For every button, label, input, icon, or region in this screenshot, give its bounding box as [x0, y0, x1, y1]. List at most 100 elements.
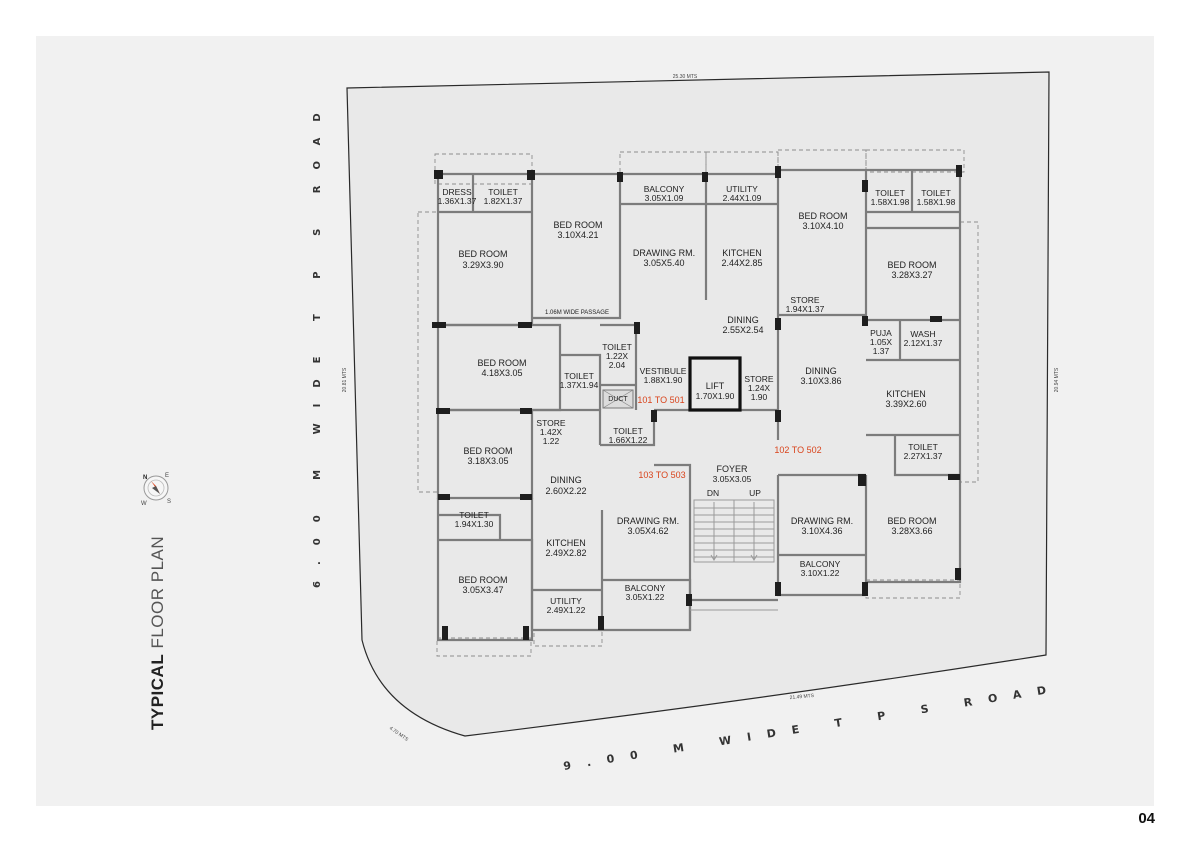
- label-dining-b: DINING: [805, 366, 837, 376]
- dim-bottom: 21.49 MTS: [789, 693, 815, 701]
- label-bed-b1: BED ROOM: [798, 211, 847, 221]
- label-bed-a1: BED ROOM: [553, 220, 602, 230]
- svg-text:3.10X4.21: 3.10X4.21: [557, 230, 598, 240]
- svg-text:3.29X3.90: 3.29X3.90: [462, 260, 503, 270]
- svg-text:2.12X1.37: 2.12X1.37: [904, 338, 943, 348]
- svg-text:1.05X: 1.05X: [870, 337, 893, 347]
- label-toilet-b1: TOILET: [875, 188, 905, 198]
- label-bed-b2: BED ROOM: [887, 260, 936, 270]
- label-bed-c2: BED ROOM: [463, 446, 512, 456]
- svg-text:1.37: 1.37: [873, 346, 890, 356]
- label-up: UP: [749, 488, 761, 498]
- label-store-b: STORE: [790, 295, 819, 305]
- dim-right: 20.94 MTS: [1054, 367, 1060, 392]
- svg-text:1.58X1.98: 1.58X1.98: [871, 197, 910, 207]
- label-kitchen-a: KITCHEN: [722, 248, 762, 258]
- label-drawing-a: DRAWING RM.: [633, 248, 695, 258]
- svg-text:3.10X4.36: 3.10X4.36: [801, 526, 842, 536]
- label-balcony-b: BALCONY: [800, 559, 841, 569]
- svg-text:1.94X1.30: 1.94X1.30: [455, 519, 494, 529]
- label-wash: WASH: [910, 329, 935, 339]
- label-toilet-b2: TOILET: [921, 188, 951, 198]
- label-toilet-c3: TOILET: [613, 426, 643, 436]
- svg-text:3.18X3.05: 3.18X3.05: [467, 456, 508, 466]
- svg-text:3.10X1.22: 3.10X1.22: [801, 568, 840, 578]
- title-bold: TYPICAL: [148, 653, 167, 730]
- svg-text:2.04: 2.04: [609, 360, 626, 370]
- label-utility-c: UTILITY: [550, 596, 582, 606]
- svg-text:2.44X2.85: 2.44X2.85: [721, 258, 762, 268]
- label-bed-a2: BED ROOM: [458, 249, 507, 259]
- flat-number-b: 102 TO 502: [774, 445, 821, 455]
- page-title: TYPICAL FLOOR PLAN: [148, 510, 168, 730]
- svg-text:3.05X3.05: 3.05X3.05: [713, 474, 752, 484]
- svg-text:3.28X3.27: 3.28X3.27: [891, 270, 932, 280]
- dim-top: 25.30 MTS: [673, 74, 698, 80]
- svg-text:3.28X3.66: 3.28X3.66: [891, 526, 932, 536]
- label-bed-c1: BED ROOM: [477, 358, 526, 368]
- dim-left: 20.81 MTS: [342, 367, 348, 392]
- svg-text:1.94X1.37: 1.94X1.37: [786, 304, 825, 314]
- svg-text:W: W: [141, 501, 147, 507]
- dim-corner: 4.70 MTS: [388, 726, 410, 744]
- svg-text:1.70X1.90: 1.70X1.90: [696, 391, 735, 401]
- svg-text:3.10X4.10: 3.10X4.10: [802, 221, 843, 231]
- label-lift: LIFT: [706, 381, 725, 391]
- svg-text:1.88X1.90: 1.88X1.90: [644, 375, 683, 385]
- svg-text:1.58X1.98: 1.58X1.98: [917, 197, 956, 207]
- compass-icon: N E S W: [141, 473, 171, 507]
- svg-text:1.22: 1.22: [543, 436, 560, 446]
- svg-text:3.05X4.62: 3.05X4.62: [627, 526, 668, 536]
- page-number: 04: [1138, 810, 1155, 827]
- flat-number-c: 103 TO 503: [638, 470, 685, 480]
- svg-text:2.49X1.22: 2.49X1.22: [547, 605, 586, 615]
- label-balcony-c: BALCONY: [625, 583, 666, 593]
- duct: [602, 389, 634, 409]
- svg-text:3.05X1.09: 3.05X1.09: [645, 193, 684, 203]
- label-foyer: FOYER: [716, 464, 748, 474]
- svg-text:3.10X3.86: 3.10X3.86: [800, 376, 841, 386]
- label-kitchen-c: KITCHEN: [546, 538, 586, 548]
- svg-text:2.49X2.82: 2.49X2.82: [545, 548, 586, 558]
- svg-text:3.05X3.47: 3.05X3.47: [462, 585, 503, 595]
- svg-text:4.18X3.05: 4.18X3.05: [481, 368, 522, 378]
- svg-text:1.24X: 1.24X: [748, 383, 771, 393]
- svg-text:2.27X1.37: 2.27X1.37: [904, 451, 943, 461]
- columns: [432, 165, 962, 640]
- svg-text:1.66X1.22: 1.66X1.22: [609, 435, 648, 445]
- svg-text:1.82X1.37: 1.82X1.37: [484, 196, 523, 206]
- label-dining-c: DINING: [550, 475, 582, 485]
- label-utility-a: UTILITY: [726, 184, 758, 194]
- label-bed-c3: BED ROOM: [458, 575, 507, 585]
- label-toilet-a1: TOILET: [488, 187, 518, 197]
- svg-text:S: S: [167, 499, 171, 505]
- svg-text:N: N: [143, 475, 147, 481]
- label-toilet-c2: TOILET: [602, 342, 632, 352]
- svg-text:E: E: [165, 473, 169, 479]
- label-toilet-c4: TOILET: [459, 510, 489, 520]
- label-kitchen-b: KITCHEN: [886, 389, 926, 399]
- label-dress: DRESS: [442, 187, 472, 197]
- room-labels: DRESS 1.36X1.37 TOILET 1.82X1.37 BED ROO…: [438, 184, 956, 615]
- road-label-left: 6.00 M WIDE T P S ROAD: [312, 97, 323, 588]
- svg-text:2.55X2.54: 2.55X2.54: [722, 325, 763, 335]
- label-vestibule: VESTIBULE: [640, 366, 687, 376]
- label-toilet-c1: TOILET: [564, 371, 594, 381]
- svg-text:2.60X2.22: 2.60X2.22: [545, 486, 586, 496]
- svg-text:3.05X5.40: 3.05X5.40: [643, 258, 684, 268]
- label-toilet-b3: TOILET: [908, 442, 938, 452]
- svg-text:1.42X: 1.42X: [540, 427, 563, 437]
- svg-text:1.37X1.94: 1.37X1.94: [560, 380, 599, 390]
- label-balcony-a: BALCONY: [644, 184, 685, 194]
- plot-boundary: [346, 71, 1050, 737]
- svg-text:3.05X1.22: 3.05X1.22: [626, 592, 665, 602]
- title-rest: FLOOR PLAN: [148, 535, 167, 649]
- label-store-lift: STORE: [744, 374, 773, 384]
- label-drawing-b: DRAWING RM.: [791, 516, 853, 526]
- svg-text:1.22X: 1.22X: [606, 351, 629, 361]
- svg-text:3.39X2.60: 3.39X2.60: [885, 399, 926, 409]
- svg-text:2.44X1.09: 2.44X1.09: [723, 193, 762, 203]
- label-drawing-c: DRAWING RM.: [617, 516, 679, 526]
- label-bed-b3: BED ROOM: [887, 516, 936, 526]
